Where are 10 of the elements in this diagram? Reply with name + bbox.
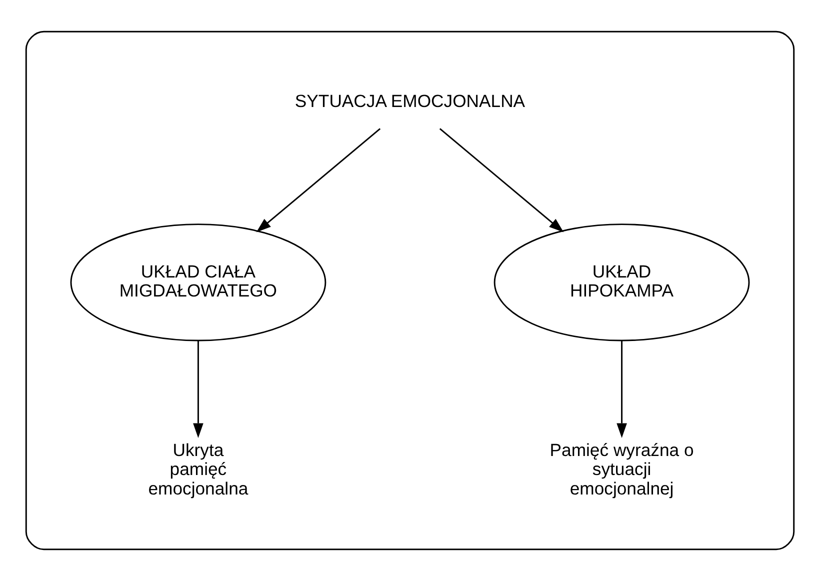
arrow (193, 341, 204, 438)
arrow (256, 128, 381, 232)
arrow (439, 128, 564, 232)
node-ellipse: UKŁAD HIPOKAMPA (494, 224, 750, 342)
node-text: SYTUACJA EMOCJONALNA (294, 90, 526, 111)
node-ellipse: UKŁAD CIAŁA MIGDAŁOWATEGO (70, 224, 326, 342)
cluster (25, 30, 795, 550)
arrow (616, 341, 627, 438)
node-text: Ukryta pamięć emocjonalna (148, 440, 248, 498)
node-text: Pamięć wyraźna o sytuacji emocjonalnej (550, 440, 694, 498)
